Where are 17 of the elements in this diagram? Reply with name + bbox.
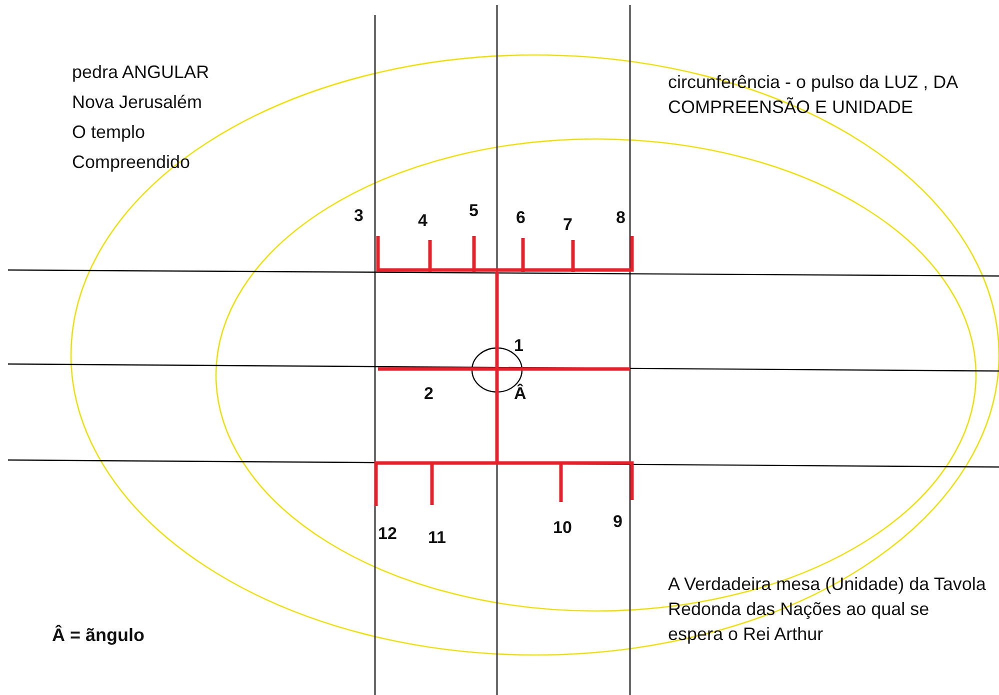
legend-note: Â = ãngulo — [52, 624, 145, 647]
callout-number: 6 — [516, 207, 526, 229]
annotation-text: Nova Jerusalém — [72, 91, 202, 114]
callout-number: 4 — [418, 210, 428, 232]
annotation-text: O templo — [72, 121, 146, 144]
callout-number: 5 — [469, 200, 478, 222]
callout-number: 3 — [354, 205, 364, 227]
callout-number: 1 — [514, 335, 524, 357]
callout-number: 11 — [428, 527, 446, 549]
callout-number: 12 — [378, 523, 397, 545]
callout-number: 10 — [553, 517, 572, 539]
callout-number: 7 — [563, 214, 572, 236]
callout-number: Â — [514, 382, 526, 405]
callout-number: 9 — [613, 511, 622, 533]
annotation-text: pedra ANGULAR — [72, 61, 210, 84]
callout-number: 8 — [616, 207, 626, 229]
callout-number: 2 — [424, 383, 434, 405]
